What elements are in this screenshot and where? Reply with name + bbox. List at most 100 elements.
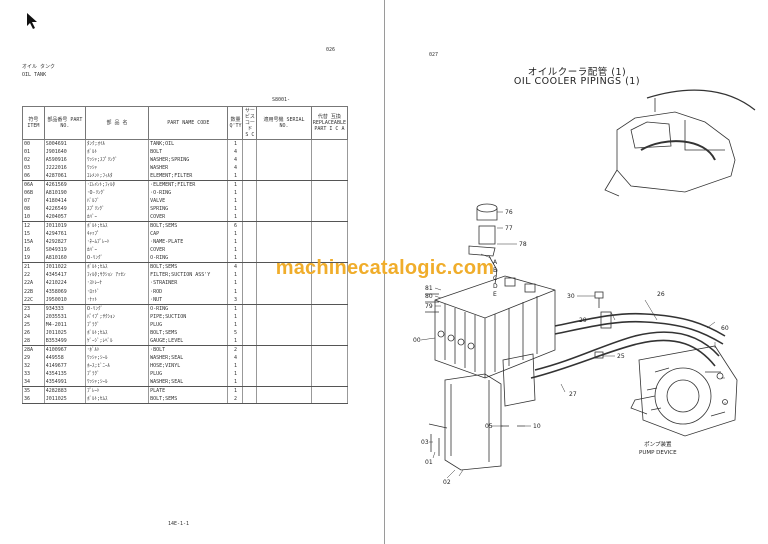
callout-10: 10 — [533, 423, 541, 430]
row-part-name-jp: ﾜｯｼｬ;ｼｰﾙ — [84, 377, 150, 387]
row-serial-no — [256, 197, 312, 206]
row-part-name-code: ·BOLT — [148, 345, 229, 354]
row-qty: 1 — [227, 271, 244, 280]
row-qty: 1 — [227, 254, 244, 264]
row-replaceable — [310, 295, 349, 305]
row-replaceable — [310, 172, 349, 182]
row-item: 22A — [22, 279, 45, 288]
row-serial-no — [256, 221, 312, 231]
bracket — [444, 353, 536, 471]
row-service-code — [242, 156, 258, 165]
row-part-name-code: PIPE;SUCTION — [148, 312, 229, 321]
row-serial-no — [256, 320, 312, 329]
row-serial-no — [256, 156, 312, 165]
row-replaceable — [310, 377, 349, 387]
row-serial-no — [256, 336, 312, 346]
row-part-no: A810160 — [43, 254, 87, 264]
row-qty: 2 — [227, 345, 244, 354]
row-replaceable — [310, 254, 349, 264]
row-part-name-jp: ﾜｯｼｬ;ｽﾌﾟﾘﾝｸﾞ — [84, 156, 150, 165]
row-item: 19 — [22, 254, 45, 264]
row-part-name-jp: ﾌﾟﾗｸﾞ — [84, 320, 150, 329]
row-item: 26 — [22, 328, 45, 337]
parts-table-header: 符号 ITEM 部品番号 PART NO. 部 品 名 PART NAME CO… — [22, 106, 349, 140]
row-part-no: J901640 — [43, 148, 87, 157]
row-part-name-code: WASHER;SEAL — [148, 377, 229, 387]
row-serial-no — [256, 230, 312, 239]
header-replaceable: 代替 互換 REPLACEABLE PART I C A — [310, 106, 349, 140]
callout-30: 30 — [567, 293, 575, 300]
callout-81: 81 — [425, 285, 433, 292]
row-item: 07 — [22, 197, 45, 206]
right-page: 027 オイルクーラ配管 (1) OIL COOLER PIPINGS (1) — [384, 0, 768, 544]
callout-76: 76 — [505, 209, 513, 216]
row-service-code — [242, 295, 258, 305]
row-part-name-jp: ﾎﾞﾙﾄ;ｾﾑｽ — [84, 221, 150, 231]
row-part-name-jp: ﾎﾞﾙﾄ — [84, 148, 150, 157]
row-replaceable — [310, 271, 349, 280]
row-item: 06B — [22, 189, 45, 198]
row-qty: 1 — [227, 246, 244, 255]
left-title-jp: オイル タンク — [22, 64, 56, 70]
callout-78: 78 — [519, 241, 527, 248]
row-service-code — [242, 320, 258, 329]
callout-a: A — [493, 259, 498, 266]
row-part-no: 4261569 — [43, 180, 87, 190]
footer-code: 14E-1-1 — [168, 521, 190, 527]
row-replaceable — [310, 328, 349, 337]
row-serial-no — [256, 180, 312, 190]
row-service-code — [242, 230, 258, 239]
row-item: 29 — [22, 353, 45, 362]
row-part-no: J950010 — [43, 295, 87, 305]
row-part-name-jp: ｶﾊﾞｰ — [84, 213, 150, 223]
callout-01: 01 — [425, 459, 433, 466]
row-replaceable — [310, 189, 349, 198]
row-part-name-jp: ･O-ﾘﾝｸﾞ — [84, 189, 150, 198]
callout-labels: 76 77 78 A B C D E 81 80 79 00 30 29 25 … — [413, 209, 729, 486]
row-item: 06 — [22, 172, 45, 182]
header-part-name-code: PART NAME CODE — [148, 106, 229, 140]
row-part-no: 4149677 — [43, 361, 87, 370]
row-qty: 1 — [227, 377, 244, 387]
row-part-name-jp: ･ﾎﾞﾙﾄ — [84, 345, 150, 354]
row-item: 22B — [22, 287, 45, 296]
row-service-code — [242, 172, 258, 182]
row-part-name-jp: ﾜｯｼｬ;ｼｰﾙ — [84, 353, 150, 362]
row-qty: 4 — [227, 262, 244, 272]
pump-device-label: ポンプ装置 PUMP DEVICE — [639, 441, 677, 457]
row-part-no: 4180414 — [43, 197, 87, 206]
row-replaceable — [310, 213, 349, 223]
row-part-no: J011022 — [43, 262, 87, 272]
row-serial-no — [256, 377, 312, 387]
header-serial-no: 適用号機 SERIAL NO. — [256, 106, 312, 140]
row-item: 36 — [22, 394, 45, 404]
row-replaceable — [310, 336, 349, 346]
oil-cooler-piping-diagram: 76 77 78 A B C D E 81 80 79 00 30 29 25 … — [413, 89, 756, 486]
row-part-name-jp: ･ﾛｯﾄﾞ — [84, 287, 150, 296]
callout-60: 60 — [721, 325, 729, 332]
row-service-code — [242, 312, 258, 321]
row-service-code — [242, 180, 258, 190]
row-serial-no — [256, 394, 312, 404]
row-part-name-code: BOLT;SEMS — [148, 394, 229, 404]
row-part-name-code: PLUG — [148, 369, 229, 378]
row-service-code — [242, 361, 258, 370]
row-item: 01 — [22, 148, 45, 157]
row-replaceable — [310, 361, 349, 370]
cooler-hoses — [530, 312, 726, 379]
leader-lines — [420, 211, 726, 479]
row-part-name-jp: ｷｬｯﾌﾟ — [84, 230, 150, 239]
callout-27: 27 — [569, 391, 577, 398]
row-qty: 6 — [227, 221, 244, 231]
callout-b: B — [493, 267, 497, 274]
